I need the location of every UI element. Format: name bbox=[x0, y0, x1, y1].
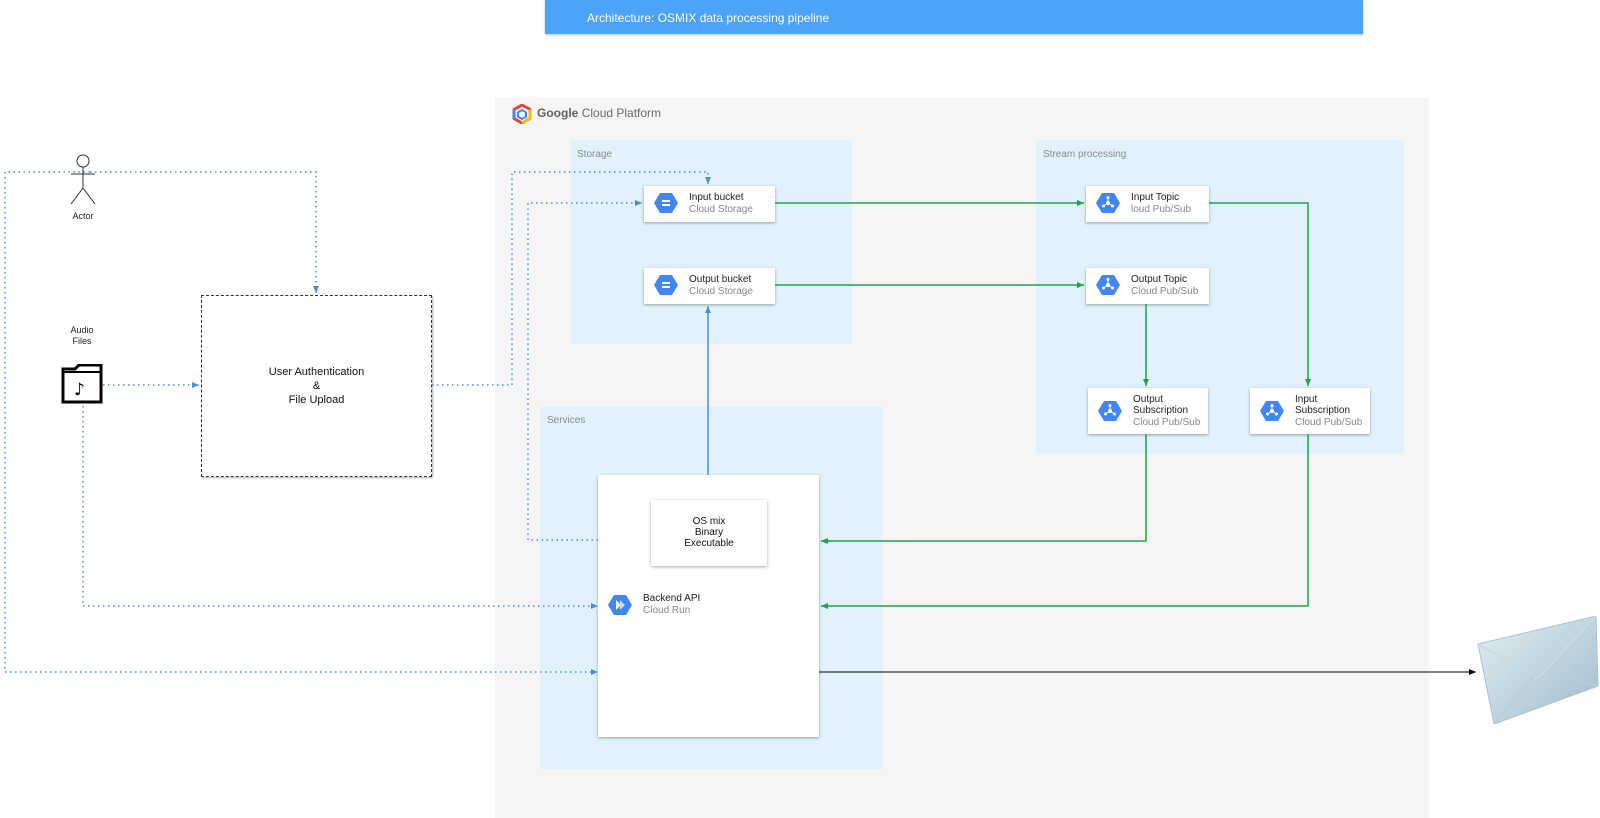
actor-to-auth-connector bbox=[4, 171, 598, 675]
upload-box-line2: & bbox=[312, 380, 321, 392]
pubsub-icon bbox=[1098, 400, 1122, 422]
services-zone-label: Services bbox=[547, 415, 586, 426]
stream-processing-zone-label: Stream processing bbox=[1043, 149, 1127, 160]
output-topic-node: Output Topic Cloud Pub/Sub bbox=[1086, 268, 1209, 304]
pubsub-icon bbox=[1096, 192, 1120, 214]
output-subscription-service: Cloud Pub/Sub bbox=[1133, 417, 1201, 428]
input-bucket-name: Input bucket bbox=[689, 192, 744, 203]
output-subscription-name-line1: Output bbox=[1133, 394, 1164, 405]
actor-label: Actor bbox=[72, 211, 94, 221]
input-topic-name: Input Topic bbox=[1131, 192, 1180, 203]
gcp-name: Cloud Platform bbox=[581, 106, 662, 120]
storage-zone-label: Storage bbox=[577, 149, 613, 160]
output-topic-name: Output Topic bbox=[1131, 274, 1187, 285]
backend-api-service: Cloud Run bbox=[643, 605, 691, 616]
audio-files-label: Audio Files bbox=[62, 325, 102, 347]
output-subscription-to-backend-connector bbox=[821, 434, 1147, 544]
input-subscription-to-backend-connector bbox=[821, 434, 1309, 609]
input-subscription-service: Cloud Pub/Sub bbox=[1295, 417, 1363, 428]
output-bucket-service: Cloud Storage bbox=[689, 286, 753, 297]
cloud-run-icon bbox=[608, 594, 632, 616]
svg-text:♪: ♪ bbox=[74, 380, 85, 400]
input-bucket-service: Cloud Storage bbox=[689, 204, 753, 215]
diagram-title-bar: Architecture: OSMIX data processing pipe… bbox=[545, 0, 1363, 34]
actor-figure-icon bbox=[68, 154, 98, 208]
output-bucket-node: Output bucket Cloud Storage bbox=[644, 268, 775, 304]
audio-files-label-line1: Audio bbox=[70, 325, 94, 335]
upload-box-line1: User Authentication bbox=[268, 366, 365, 378]
upload-box-line3: File Upload bbox=[288, 394, 345, 406]
input-subscription-name-line1: Input bbox=[1295, 394, 1318, 405]
binary-line1: OS mix bbox=[692, 516, 726, 527]
input-bucket-node: Input bucket Cloud Storage bbox=[644, 186, 775, 222]
cloud-storage-icon bbox=[654, 274, 678, 296]
gcp-logo-icon bbox=[512, 103, 532, 125]
input-subscription-name-line2: Subscription bbox=[1295, 405, 1351, 416]
storage-zone bbox=[570, 140, 852, 344]
binary-line3: Executable bbox=[684, 538, 734, 549]
audio-files-label-line2: Files bbox=[72, 336, 92, 346]
output-subscription-node: Output Subscription Cloud Pub/Sub bbox=[1088, 388, 1208, 434]
audio-to-backend-connector bbox=[82, 406, 598, 609]
backend-api-name: Backend API bbox=[643, 593, 701, 604]
input-subscription-name: Input Subscription bbox=[1295, 394, 1350, 416]
audio-folder-icon: ♪ bbox=[61, 363, 103, 404]
output-subscription-name-line2: Subscription bbox=[1133, 405, 1189, 416]
user-auth-upload-box: User Authentication & File Upload bbox=[201, 295, 432, 477]
gcp-label: Google Cloud Platform bbox=[537, 106, 661, 120]
input-topic-service: loud Pub/Sub bbox=[1131, 204, 1192, 215]
backend-to-input-bucket-connector bbox=[527, 200, 642, 541]
cloud-storage-icon bbox=[654, 192, 678, 214]
input-topic-node: Input Topic loud Pub/Sub bbox=[1086, 186, 1209, 222]
output-subscription-name: Output Subscription bbox=[1133, 394, 1188, 416]
diagram-title: Architecture: OSMIX data processing pipe… bbox=[587, 11, 830, 25]
input-subscription-node: Input Subscription Cloud Pub/Sub bbox=[1250, 388, 1370, 434]
gcp-brand: Google bbox=[537, 106, 579, 120]
actor-auth-top-connector bbox=[90, 171, 319, 293]
output-topic-service: Cloud Pub/Sub bbox=[1131, 286, 1199, 297]
email-envelope-icon bbox=[1476, 615, 1600, 725]
pubsub-icon bbox=[1260, 400, 1284, 422]
output-bucket-name: Output bucket bbox=[689, 274, 752, 285]
binary-executable-box: OS mix Binary Executable bbox=[651, 500, 767, 566]
input-topic-to-input-subscription-connector bbox=[1209, 202, 1311, 386]
pubsub-icon bbox=[1096, 274, 1120, 296]
auth-to-input-bucket-connector bbox=[432, 171, 711, 386]
binary-line2: Binary bbox=[694, 527, 724, 538]
